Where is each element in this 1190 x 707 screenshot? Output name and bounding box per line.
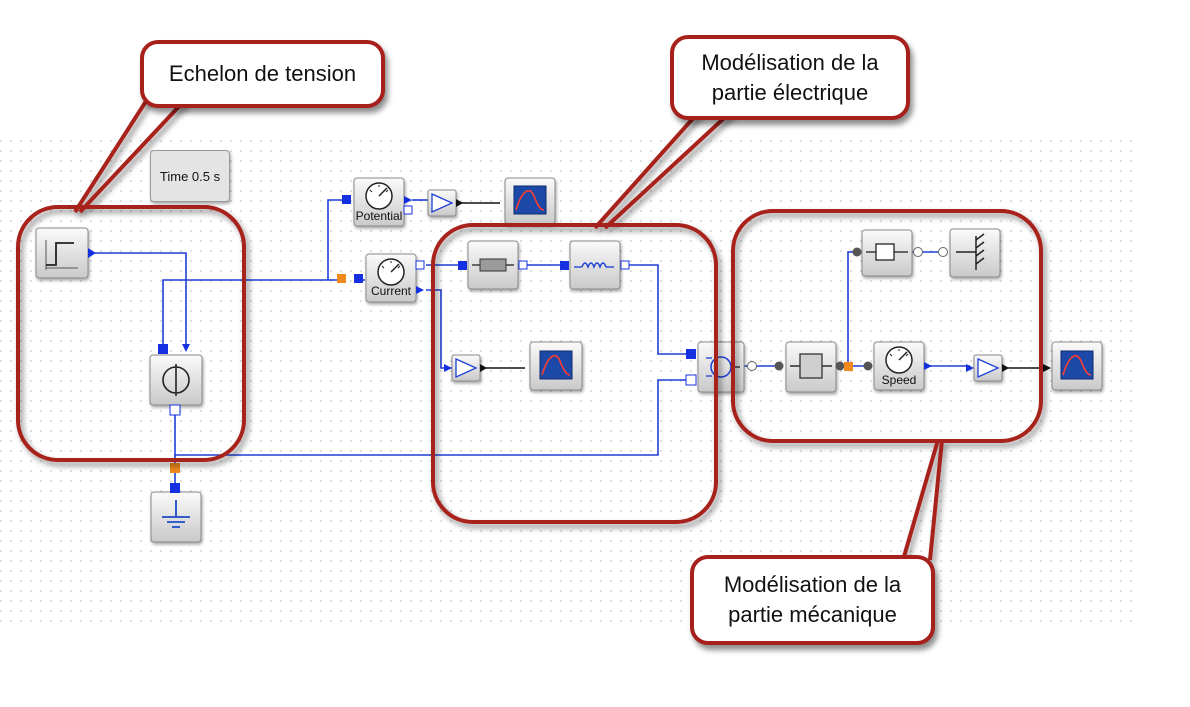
damper-block[interactable] (861, 229, 913, 277)
speed-sensor-label: Speed (882, 373, 917, 387)
scope-icon (513, 185, 547, 215)
electrical-region-outline (431, 223, 718, 524)
port-ground (170, 483, 180, 493)
port-gain2-in (444, 364, 452, 372)
step-source-icon (45, 240, 78, 270)
step-source-block[interactable] (35, 227, 89, 279)
port-source-input (182, 344, 190, 352)
port-gain3-in (966, 364, 974, 372)
inertia-icon (790, 353, 832, 379)
port-ammeter-signal (416, 286, 424, 294)
port-bus-link (337, 274, 346, 283)
speed-sensor-block[interactable]: Speed (873, 341, 925, 391)
step-region-outline (16, 205, 246, 462)
inductor-icon (574, 262, 614, 269)
callout-electrical-line2: partie électrique (711, 79, 869, 105)
port-ammeter-out (415, 260, 425, 270)
ammeter-label: Current (371, 284, 412, 298)
port-emf-neg (685, 374, 697, 386)
step-callout-pointer (73, 93, 152, 214)
port-resistor-in (458, 261, 467, 270)
mechanical-callout-pointer-b (928, 439, 944, 561)
voltage-source-icon (162, 364, 190, 396)
wire-source-positive (162, 279, 340, 350)
port-source-pos (158, 344, 168, 354)
resistor-icon (472, 258, 514, 272)
gain-block-1[interactable] (427, 189, 457, 217)
port-ground-link (170, 463, 180, 473)
fixed-support-block[interactable] (949, 228, 1001, 278)
mechanical-region-outline (731, 209, 1043, 443)
callout-step-text: Echelon de tension (168, 61, 357, 86)
port-voltmeter-out (404, 196, 412, 204)
callout-mechanical-line2: partie mécanique (728, 602, 897, 627)
port-scope3-in (1043, 364, 1051, 372)
port-voltmeter-neg (403, 205, 413, 215)
port-gain3-out (1002, 364, 1009, 372)
inertia-block[interactable] (785, 341, 837, 393)
ground-block[interactable] (150, 491, 202, 543)
electrical-callout-pointer (593, 103, 707, 230)
speed-sensor-icon (885, 346, 913, 374)
resistor-block[interactable] (467, 240, 519, 290)
gain-block-2[interactable] (451, 354, 481, 382)
port-inductor-in (560, 261, 569, 270)
mechanical-callout-pointer (901, 439, 940, 561)
port-speed-out (924, 362, 932, 370)
voltmeter-icon (365, 182, 393, 210)
port-damper-in (852, 247, 862, 257)
ground-icon (162, 500, 190, 528)
voltmeter-label: Potential (356, 209, 403, 223)
port-fixed-in (938, 247, 948, 257)
scope-icon (539, 350, 573, 380)
scope-block-1[interactable] (504, 177, 556, 225)
scope-icon (1060, 350, 1094, 380)
wire-step-to-source (95, 252, 187, 350)
port-mech-link (844, 362, 853, 371)
fixed-support-icon (956, 233, 985, 270)
inductor-block[interactable] (569, 240, 621, 290)
callout-electrical-line1: Modélisation de la (701, 49, 879, 75)
gain-icon (977, 357, 1000, 379)
wire-inductor-emf (628, 264, 696, 355)
emf-converter-block[interactable] (697, 341, 745, 393)
gain-block-3[interactable] (973, 354, 1003, 382)
ammeter-icon (377, 258, 405, 286)
step-callout-pointer-b (78, 98, 187, 214)
electrical-callout-pointer-b (603, 106, 737, 230)
callout-mechanical: Modélisation de la partie mécanique (690, 555, 935, 645)
scope-block-3[interactable] (1051, 341, 1103, 391)
port-speed-in (863, 361, 873, 371)
voltage-source-block[interactable] (149, 354, 203, 406)
callout-electrical: Modélisation de la partie électrique (670, 35, 910, 120)
port-resistor-out (518, 260, 528, 270)
wire-to-voltmeter (327, 199, 345, 280)
port-voltmeter-pos (342, 195, 351, 204)
port-emf-pos (686, 349, 696, 359)
gain-icon (455, 357, 478, 379)
port-ammeter-in (354, 274, 363, 283)
scope-block-2[interactable] (529, 341, 583, 391)
damper-icon (866, 243, 908, 261)
callout-mechanical-line1: Modélisation de la (723, 572, 902, 597)
voltmeter-block[interactable]: Potential (353, 177, 405, 227)
wire-return (174, 379, 696, 456)
callout-step-voltage: Echelon de tension (140, 40, 385, 108)
port-damper-out (913, 247, 923, 257)
port-inertia-out (835, 361, 845, 371)
port-emf-flange (747, 361, 757, 371)
annotation-outlines (16, 93, 1043, 561)
port-source-neg (169, 404, 181, 416)
port-gain1-out (456, 199, 463, 207)
port-gain2-out (480, 364, 487, 372)
clock-time-label[interactable]: Time 0.5 s (150, 150, 230, 202)
port-step-out (88, 248, 96, 258)
port-inductor-out (620, 260, 630, 270)
port-inertia-in (774, 361, 784, 371)
ammeter-block[interactable]: Current (365, 253, 417, 303)
gain-icon (431, 192, 454, 214)
